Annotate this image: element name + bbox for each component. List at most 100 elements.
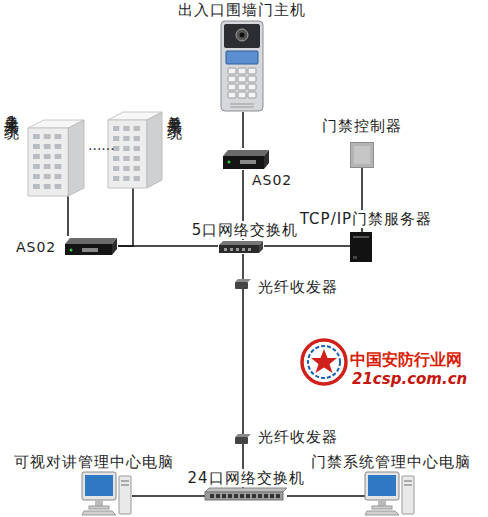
window — [134, 156, 140, 161]
emblem-inner-ring — [308, 346, 340, 378]
box-front — [219, 245, 259, 253]
ellipsis-mark: ...... — [88, 137, 115, 153]
label-box: 门禁系统管理中心电脑 — [298, 453, 484, 471]
building-front — [28, 128, 68, 196]
drive-slot — [404, 484, 412, 486]
door-station — [220, 20, 264, 112]
display-screen — [226, 51, 258, 64]
monitor-base — [372, 506, 392, 509]
key-button — [238, 68, 246, 74]
device-label: 光纤收发器 — [258, 278, 338, 296]
key-button — [248, 76, 256, 82]
window — [134, 146, 140, 151]
window — [123, 176, 129, 181]
box-top — [235, 279, 251, 282]
building-node: 单元子系统1 — [28, 118, 84, 196]
keyboard — [365, 511, 399, 515]
port — [270, 494, 274, 498]
window — [123, 146, 129, 151]
window — [33, 164, 40, 169]
box-top — [223, 150, 269, 156]
box-top — [219, 241, 263, 245]
label-box: 门禁控制器 — [310, 117, 414, 135]
monitor — [365, 472, 399, 500]
controller-face — [354, 146, 370, 164]
label-box: AS02 — [252, 171, 302, 189]
key-button — [228, 76, 236, 82]
access-server-node: TCP/IP门禁服务器 — [350, 232, 372, 262]
status-led — [70, 249, 73, 252]
network-cable — [287, 495, 365, 497]
monitor-stand — [378, 500, 386, 506]
window — [44, 184, 51, 189]
network-cable — [118, 188, 133, 246]
label-box: 可视对讲管理中心电脑 — [2, 453, 186, 471]
window — [113, 176, 119, 181]
window — [55, 184, 62, 189]
fiber-transceiver — [235, 434, 251, 444]
device-label: 门禁控制器 — [322, 117, 402, 135]
device-label: 门禁系统管理中心电脑 — [311, 453, 471, 471]
window — [55, 134, 62, 139]
monitor-base — [89, 506, 109, 509]
building — [28, 118, 84, 196]
port — [230, 248, 233, 251]
box-front — [223, 156, 264, 169]
window — [55, 154, 62, 159]
building-front — [108, 120, 147, 188]
port — [222, 494, 226, 498]
camera-lens — [236, 29, 248, 41]
port — [240, 494, 244, 498]
window — [113, 126, 119, 131]
watermark-title: 中国安防行业网 — [350, 350, 462, 371]
label-box: 出入口围墙门主机 — [150, 1, 334, 19]
label-box: 光纤收发器 — [258, 278, 358, 296]
controller-case — [351, 143, 374, 168]
label-box: 光纤收发器 — [258, 428, 358, 446]
label-box: AS02 — [16, 238, 62, 256]
port — [228, 494, 232, 498]
speaker-grille — [230, 104, 254, 105]
window — [44, 164, 51, 169]
as02-module — [222, 148, 270, 170]
port — [242, 248, 245, 251]
port — [246, 494, 250, 498]
drive-bay — [353, 236, 369, 238]
door-panel — [221, 21, 263, 111]
key-button — [228, 92, 236, 98]
network-cable — [132, 495, 205, 497]
window — [134, 176, 140, 181]
emblem-star — [311, 349, 337, 373]
fiber-transceiver — [235, 279, 251, 289]
port — [248, 248, 251, 251]
monitor-stand — [95, 500, 103, 506]
port-strip — [240, 160, 256, 164]
port — [216, 494, 220, 498]
server-case — [350, 232, 372, 262]
access-controller-node: 门禁控制器 — [350, 142, 374, 168]
window — [33, 174, 40, 179]
box-top — [235, 434, 251, 437]
building-side — [147, 112, 162, 188]
status-led — [228, 161, 231, 164]
key-button — [248, 92, 256, 98]
device-label: 可视对讲管理中心电脑 — [14, 453, 174, 471]
box-top — [65, 238, 117, 244]
window — [55, 144, 62, 149]
box-front — [205, 492, 283, 500]
label-box: 单元子系统1 — [4, 104, 20, 134]
key-button — [228, 84, 236, 90]
network-switch-node: 24口网络交换机 — [205, 488, 287, 500]
keyboard — [82, 511, 116, 515]
camera-area — [224, 24, 260, 48]
device-label: AS02 — [16, 239, 56, 255]
network-switch — [205, 488, 287, 500]
port — [276, 494, 280, 498]
key-button — [248, 68, 256, 74]
computer-node: 门禁系统管理中心电脑 — [365, 470, 415, 516]
computer — [82, 470, 132, 516]
monitor-screen — [85, 475, 113, 496]
